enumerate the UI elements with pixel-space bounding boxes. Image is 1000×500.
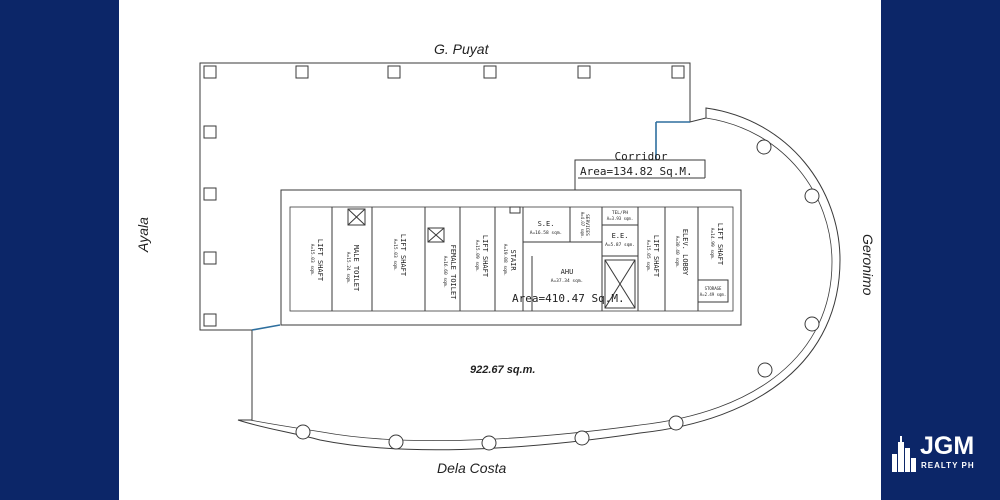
street-north-label: G. Puyat	[434, 41, 489, 57]
room-se-area: A=16.58 sqm.	[530, 230, 563, 236]
round-column	[756, 139, 772, 155]
floor-plan: Corridor Area=134.82 Sq.M. Area=410.47 S…	[199, 62, 841, 451]
jgm-realty-logo: JGM REALTY PH	[890, 432, 995, 474]
room-elev-lobby-area: A=30.40 sqm.	[674, 236, 680, 269]
total-area-label: 922.67 sq.m.	[470, 364, 535, 376]
core-area-label: Area=410.47 Sq.M.	[512, 292, 625, 305]
corridor-label: Corridor	[615, 150, 668, 163]
room-lift-shaft-1-area: A=15.03 sqm.	[309, 244, 315, 277]
column	[203, 125, 217, 139]
building-outline	[199, 62, 841, 451]
room-lift-shaft-5: LIFT SHAFT	[716, 223, 724, 266]
room-storage: STORAGE	[705, 286, 722, 291]
room-stair: STAIR	[509, 249, 517, 271]
round-column	[295, 424, 311, 440]
room-male-toilet: MALE TOILET	[352, 245, 360, 292]
street-west-label: Ayala	[135, 217, 151, 252]
room-services-area: A=4.07 sqm.	[580, 212, 585, 239]
room-se: S.E.	[538, 220, 555, 228]
room-ee-area: A=5.87 sqm.	[605, 242, 635, 248]
column	[387, 65, 401, 79]
column	[671, 65, 685, 79]
round-column	[481, 435, 497, 451]
room-storage-area: A=2.49 sqm.	[700, 292, 727, 297]
street-east-label: Geronimo	[860, 234, 876, 296]
core-outline	[280, 189, 742, 326]
room-lift-shaft-4-area: A=15.05 sqm.	[645, 240, 651, 273]
logo-brand: JGM	[920, 432, 975, 460]
right-navy-panel	[881, 0, 1000, 500]
room-female-toilet: FEMALE TOILET	[449, 245, 457, 301]
logo-subtitle: REALTY PH	[921, 461, 975, 470]
column	[483, 65, 497, 79]
room-telephone: TEL/PH	[612, 210, 629, 216]
room-lift-shaft-5-area: A=14.99 sqm.	[709, 228, 715, 261]
room-male-toilet-area: A=15.24 sqm.	[345, 252, 351, 285]
room-ahu-area: A=37.34 sqm.	[551, 278, 584, 284]
room-lift-shaft-2: LIFT SHAFT	[399, 234, 407, 277]
room-telephone-area: A=3.93 sqm.	[607, 216, 634, 221]
round-column	[668, 415, 684, 431]
room-ahu: AHU	[561, 268, 574, 276]
room-stair-area: A=19.08 sqm.	[502, 244, 508, 277]
room-lift-shaft-3-area: A=15.09 sqm.	[474, 240, 480, 273]
column	[203, 187, 217, 201]
city-skyline-icon	[892, 436, 916, 472]
round-column	[804, 188, 820, 204]
round-column	[757, 362, 773, 378]
room-lift-shaft-1: LIFT SHAFT	[316, 239, 324, 282]
room-lift-shaft-3: LIFT SHAFT	[481, 235, 489, 278]
round-column	[574, 430, 590, 446]
column	[203, 65, 217, 79]
column	[203, 251, 217, 265]
column	[577, 65, 591, 79]
corridor-area: Area=134.82 Sq.M.	[580, 165, 693, 178]
room-ee: E.E.	[612, 232, 629, 240]
room-lift-shaft-2-area: A=15.03 sqm.	[392, 239, 398, 272]
room-services: SERVICES	[584, 214, 590, 236]
left-navy-panel	[0, 0, 119, 500]
round-column	[388, 434, 404, 450]
column	[203, 313, 217, 327]
room-female-toilet-area: A=16.60 sqm.	[442, 256, 448, 289]
room-elev-lobby: ELEV. LOBBY	[681, 229, 689, 276]
round-column	[804, 316, 820, 332]
column	[295, 65, 309, 79]
street-south-label: Dela Costa	[437, 460, 507, 476]
room-lift-shaft-4: LIFT SHAFT	[652, 235, 660, 278]
